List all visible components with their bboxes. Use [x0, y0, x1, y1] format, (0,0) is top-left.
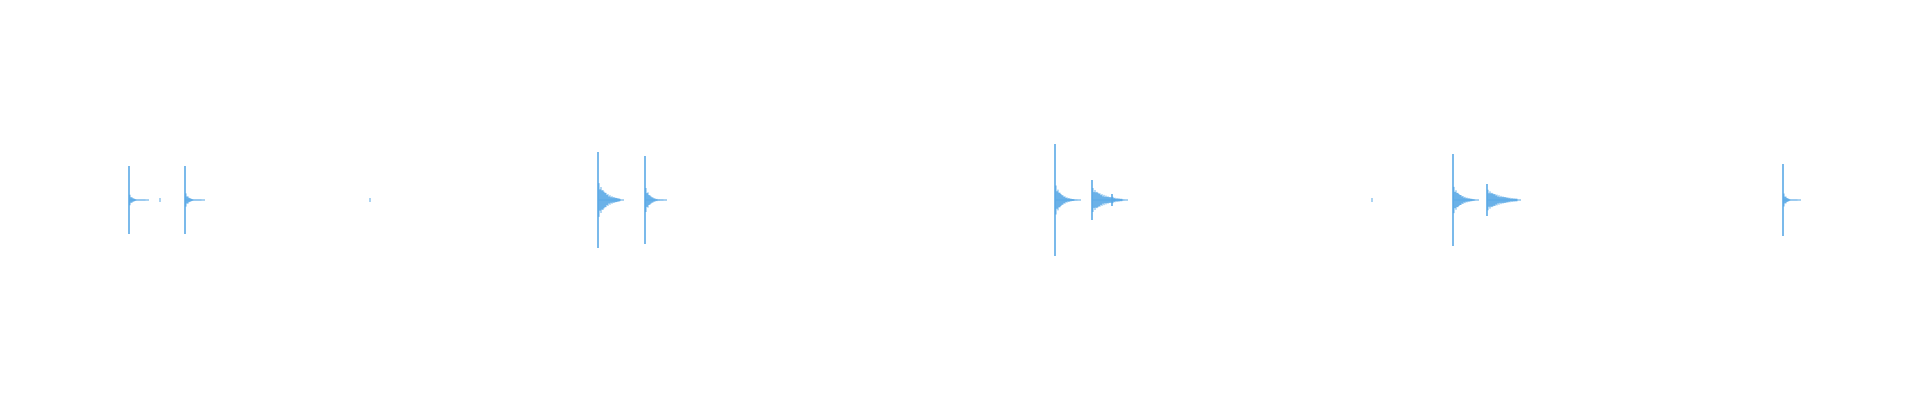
waveform-burst — [128, 166, 149, 234]
waveform-burst — [184, 166, 205, 234]
waveform-burst — [1782, 164, 1801, 236]
waveform-burst — [1054, 144, 1081, 256]
waveform-burst — [1452, 154, 1479, 246]
waveform-burst — [1486, 184, 1521, 216]
waveform-trace — [128, 144, 1801, 256]
waveform-burst — [644, 156, 667, 244]
waveform-burst — [1111, 194, 1128, 206]
waveform-burst — [597, 152, 624, 248]
